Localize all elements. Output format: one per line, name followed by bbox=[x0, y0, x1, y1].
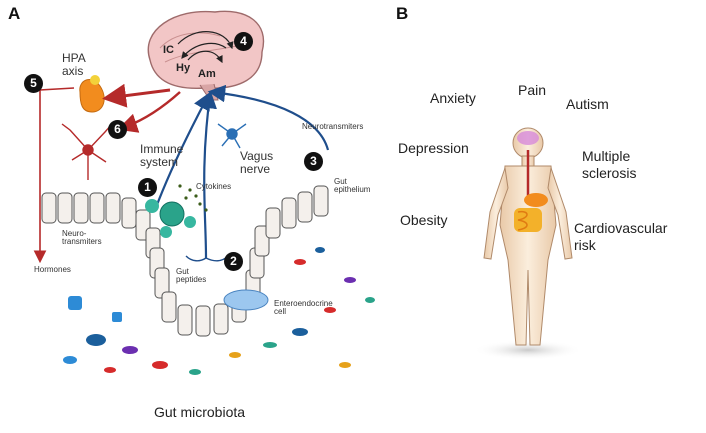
step-1-badge: 1 bbox=[138, 178, 157, 197]
condition-depression: Depression bbox=[398, 140, 469, 156]
blue-pathways bbox=[153, 84, 330, 262]
step-5-badge: 5 bbox=[24, 74, 43, 93]
cytokine-dots bbox=[178, 184, 208, 212]
gut-epithelium-label: Gut epithelium bbox=[334, 177, 371, 195]
immune-system-label: Immune system bbox=[140, 142, 184, 169]
condition-anxiety: Anxiety bbox=[430, 90, 476, 106]
panel-label-a: A bbox=[8, 4, 21, 23]
immune-cell bbox=[145, 199, 196, 238]
condition-pain: Pain bbox=[518, 82, 547, 98]
condition-autism: Autism bbox=[566, 96, 609, 112]
neuro-transmitters-left-label: Neuro- transmiters bbox=[62, 229, 102, 247]
enteroendocrine-cell-label: Enteroendocrine cell bbox=[274, 299, 333, 317]
microbiota bbox=[63, 247, 375, 375]
adrenal-gland bbox=[79, 75, 105, 113]
brain-label-am: Am bbox=[198, 68, 216, 80]
floor-shadow bbox=[473, 340, 583, 360]
condition-cardiovascular-risk: Cardiovascular risk bbox=[574, 220, 668, 253]
brain-label-hy: Hy bbox=[176, 62, 191, 74]
red-neuron bbox=[61, 123, 113, 180]
step-2-badge: 2 bbox=[224, 252, 243, 271]
neurotransmitters-top-label: Neurotransmiters bbox=[302, 122, 364, 131]
human-brain bbox=[517, 131, 539, 145]
gut-epithelium bbox=[41, 185, 329, 337]
gut-peptides-label: Gut peptides bbox=[176, 267, 207, 285]
vagus-neuron bbox=[217, 123, 247, 149]
brain-label-ic: IC bbox=[163, 44, 174, 56]
condition-obesity: Obesity bbox=[400, 212, 448, 228]
vagus-nerve-label: Vagus nerve bbox=[240, 149, 274, 176]
step-3-badge: 3 bbox=[304, 152, 323, 171]
cytokines-label: Cytokines bbox=[196, 182, 232, 191]
enteroendocrine-cell-shape bbox=[223, 289, 269, 311]
hpa-axis-label: HPA axis bbox=[62, 51, 86, 78]
condition-multiple-sclerosis: Multiple sclerosis bbox=[582, 148, 637, 181]
panel-label-b: B bbox=[396, 4, 409, 23]
hormones-label: Hormones bbox=[34, 265, 71, 274]
step-4-badge: 4 bbox=[234, 32, 253, 51]
human-gut bbox=[514, 193, 548, 232]
step-6-badge: 6 bbox=[108, 120, 127, 139]
gut-microbiota-caption: Gut microbiota bbox=[154, 404, 246, 420]
